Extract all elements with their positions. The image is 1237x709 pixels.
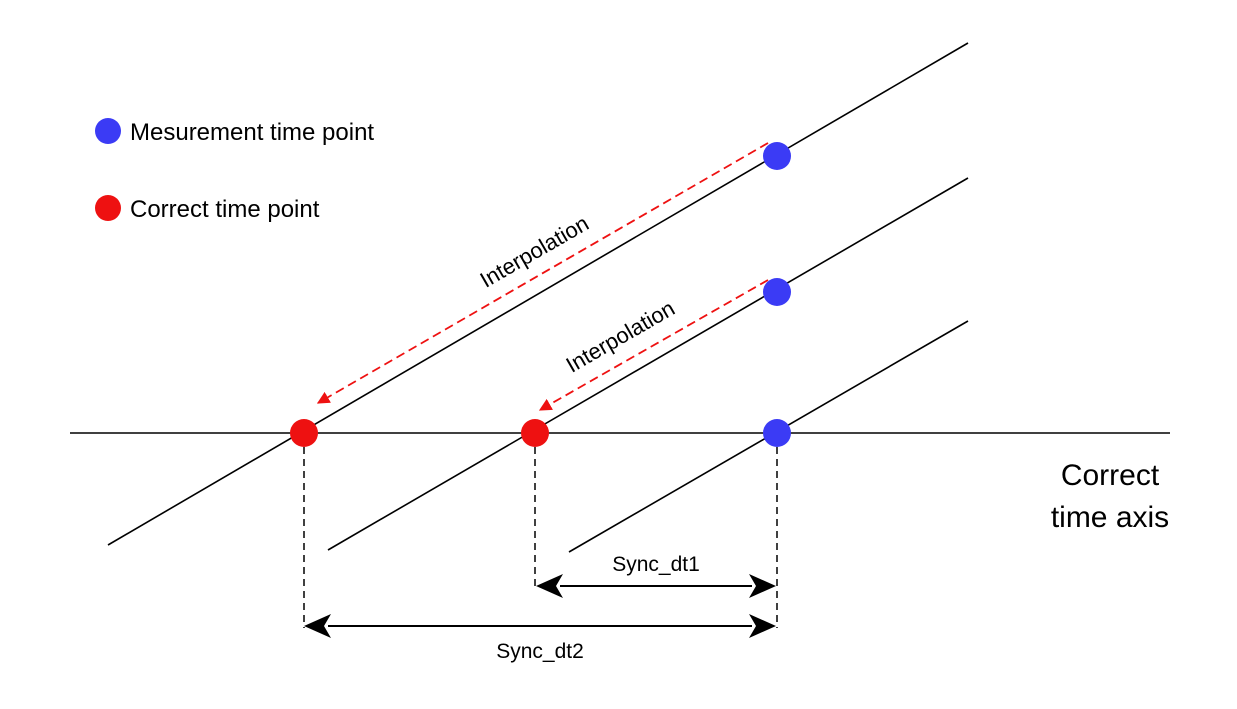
diagonal-line-2 xyxy=(327,177,969,551)
interpolation-arrow-1 xyxy=(316,142,769,404)
sync-dt2-arrowhead-left xyxy=(304,614,331,638)
measurement-point-on-axis xyxy=(763,419,791,447)
sync-dt1-arrowhead-right xyxy=(749,574,776,598)
axis-label-line2: time axis xyxy=(1051,501,1169,534)
legend-measurement-label: Mesurement time point xyxy=(130,119,374,146)
sync-dt1-label: Sync_dt1 xyxy=(612,553,700,576)
measurement-point-2 xyxy=(763,278,791,306)
legend-correct-label: Correct time point xyxy=(130,196,320,223)
interpolation-arrow-2 xyxy=(538,279,769,411)
correct-point-2 xyxy=(521,419,549,447)
legend-measurement-marker xyxy=(95,118,121,144)
sync-dt2-label: Sync_dt2 xyxy=(496,640,584,663)
diagonal-line-1 xyxy=(107,42,969,546)
legend-correct-marker xyxy=(95,195,121,221)
interpolation-label-1: Interpolation xyxy=(476,210,593,292)
sync-dt1-arrowhead-left xyxy=(536,574,563,598)
correct-point-1 xyxy=(290,419,318,447)
sync-dt2-arrowhead-right xyxy=(749,614,776,638)
measurement-point-1 xyxy=(763,142,791,170)
axis-label-line1: Correct xyxy=(1061,459,1160,492)
